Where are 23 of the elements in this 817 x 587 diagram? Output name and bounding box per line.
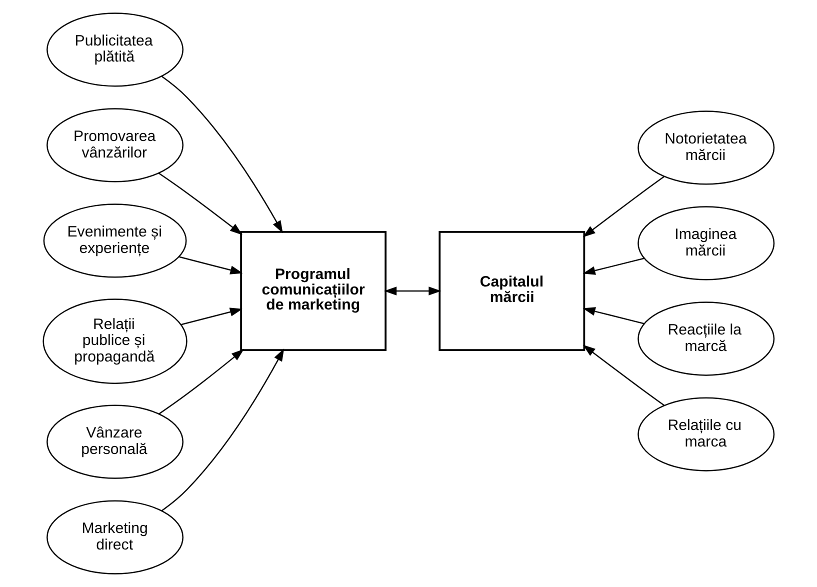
node-ellipse: Imaginea mărcii	[638, 206, 775, 280]
node-ellipse: Marketing direct	[46, 500, 184, 574]
arrow	[158, 349, 244, 414]
node-ellipse: Vânzare personală	[46, 404, 184, 479]
arrow	[384, 286, 442, 296]
node-ellipse: Publicitatea plătită	[46, 12, 184, 87]
arrow	[161, 76, 283, 234]
arrow	[582, 344, 665, 406]
arrow	[162, 348, 284, 512]
node-ellipse: Relațiile cu marca	[638, 397, 775, 472]
arrow	[181, 308, 243, 326]
arrow	[582, 307, 644, 324]
arrow	[582, 258, 644, 275]
arrow	[582, 176, 665, 238]
node-ellipse: Promovarea vânzărilor	[46, 108, 184, 182]
node-box: Capitalul mărcii	[438, 230, 586, 351]
arrow	[179, 256, 243, 274]
node-ellipse: Evenimente și experiențe	[43, 204, 187, 278]
node-ellipse: Notorietatea mărcii	[638, 110, 775, 185]
node-ellipse: Relații publice și propagandă	[42, 298, 188, 384]
node-ellipse: Reacțiile la marcă	[638, 302, 775, 376]
node-box: Programul comunicațiilor de marketing	[240, 230, 387, 351]
arrow	[158, 172, 242, 236]
